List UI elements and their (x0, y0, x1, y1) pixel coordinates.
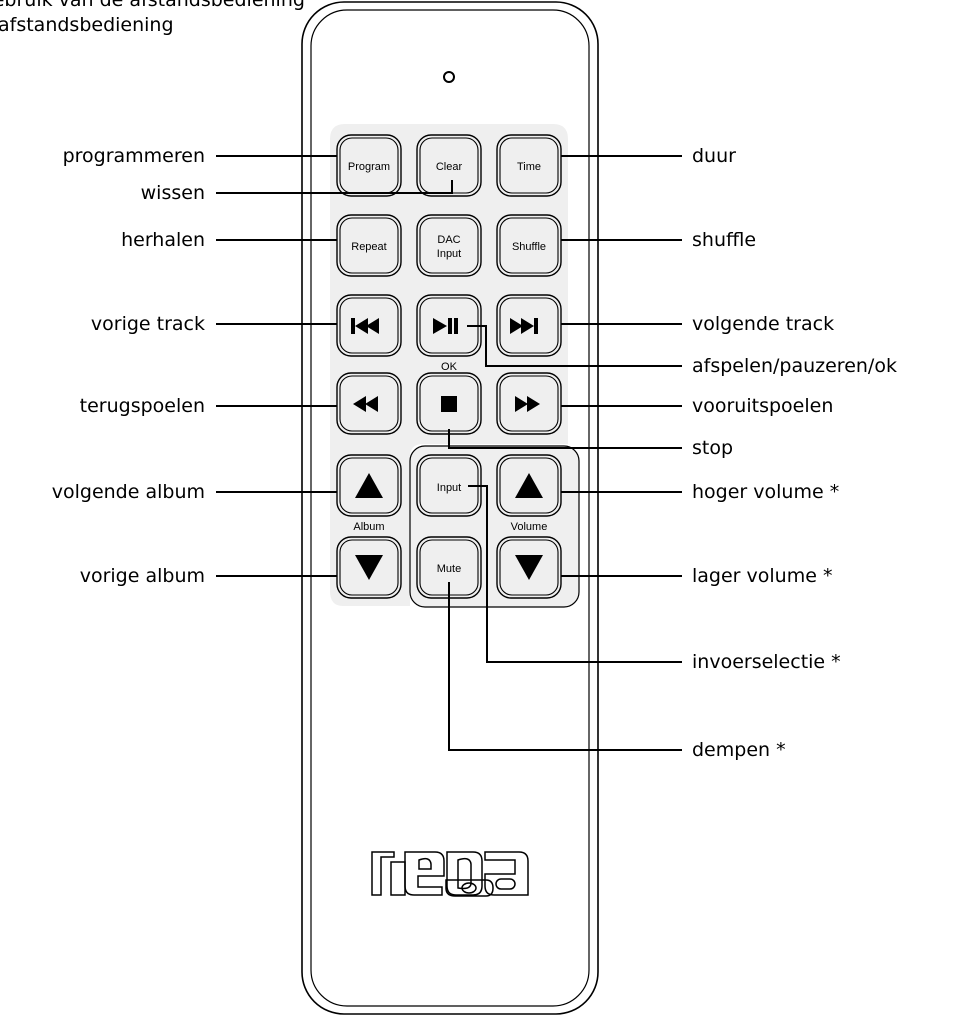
dac-label-line2: Input (437, 248, 461, 260)
callout-clear: wissen (141, 182, 205, 204)
callout-prev-album: vorige album (80, 565, 205, 587)
clear-label: Clear (436, 161, 463, 173)
callout-mute: dempen * (692, 739, 786, 761)
mute-button[interactable]: Mute (416, 536, 482, 599)
stop-icon (441, 396, 457, 412)
callout-fast-forward: vooruitspoelen (692, 395, 833, 417)
clear-button[interactable]: Clear (416, 134, 482, 197)
input-button[interactable]: Input (416, 454, 482, 517)
callout-time: duur (692, 145, 736, 167)
volume-down-button[interactable] (496, 536, 562, 599)
skip-back-icon (351, 318, 379, 334)
play-pause-icon (433, 318, 458, 334)
album-down-button[interactable] (336, 536, 402, 599)
callout-repeat: herhalen (121, 229, 205, 251)
stop-button[interactable] (416, 372, 482, 435)
callout-shuffle: shuffle (692, 229, 756, 251)
input-label: Input (437, 482, 461, 494)
repeat-button[interactable]: Repeat (336, 214, 402, 277)
callout-play-pause: afspelen/pauzeren/ok (692, 355, 897, 377)
shuffle-button[interactable]: Shuffle (496, 214, 562, 277)
skip-forward-icon (510, 318, 538, 334)
leader-lines (216, 155, 682, 751)
callout-input-select: invoerselectie * (692, 651, 841, 673)
shuffle-label: Shuffle (512, 241, 546, 253)
time-label: Time (517, 161, 541, 173)
callout-next-album: volgende album (52, 481, 205, 503)
callout-program: programmeren (63, 145, 205, 167)
callout-rewind: terugspoelen (80, 395, 205, 417)
rewind-button[interactable] (336, 372, 402, 435)
callout-volume-down: lager volume * (692, 565, 832, 587)
dac-label-line1: DAC (437, 234, 460, 246)
rewind-icon (353, 396, 378, 412)
header-line1: Gebruik van de afstandsbediening (0, 0, 305, 11)
volume-up-button[interactable] (496, 454, 562, 517)
triangle-down-icon (355, 555, 383, 580)
fast-forward-button[interactable] (496, 372, 562, 435)
next-track-button[interactable] (496, 294, 562, 357)
led-icon (443, 71, 455, 83)
callout-stop: stop (692, 437, 733, 459)
triangle-up-icon (355, 473, 383, 498)
time-button[interactable]: Time (496, 134, 562, 197)
rega-logo (371, 851, 529, 897)
ok-label: OK (441, 361, 458, 373)
callout-prev-track: vorige track (91, 313, 205, 335)
triangle-down-icon (515, 555, 543, 580)
program-button[interactable]: Program (336, 134, 402, 197)
prev-track-button[interactable] (336, 294, 402, 357)
album-label: Album (353, 521, 384, 533)
program-label: Program (348, 161, 390, 173)
album-up-button[interactable] (336, 454, 402, 517)
callout-volume-up: hoger volume * (692, 481, 839, 503)
header-line2: afstandsbediening (0, 14, 174, 36)
fast-forward-icon (515, 396, 540, 412)
dac-input-button[interactable]: DAC Input (416, 214, 482, 277)
mute-label: Mute (437, 563, 461, 575)
callout-next-track: volgende track (692, 313, 834, 335)
triangle-up-icon (515, 473, 543, 498)
repeat-label: Repeat (351, 241, 386, 253)
volume-label: Volume (511, 521, 548, 533)
